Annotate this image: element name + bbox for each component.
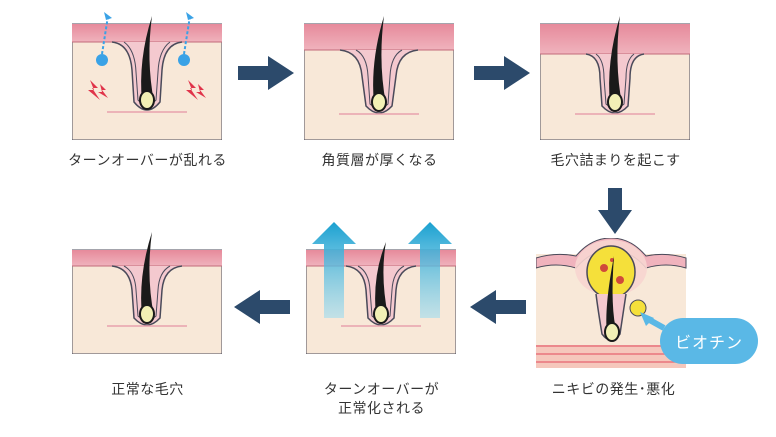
up-arrow-icon (408, 222, 452, 318)
panel-thick-stratum (304, 16, 454, 140)
step-caption-5-line1: ターンオーバーが (323, 382, 440, 398)
panel-turnover-disrupted (72, 12, 222, 140)
step-caption-5: ターンオーバーが 正常化される (274, 381, 489, 419)
panel-normal-pore (72, 232, 222, 354)
arrow-right-icon (238, 56, 294, 90)
arrow-left-icon (470, 290, 526, 324)
panel-acne (536, 238, 687, 368)
step-caption-5-line2: 正常化される (338, 401, 425, 417)
arrow-right-icon (474, 56, 530, 90)
lightning-icon (88, 80, 206, 100)
step-caption-3: 毛穴詰まりを起こす (550, 153, 681, 169)
step-caption-4: ニキビの発生･悪化 (551, 382, 676, 398)
biotin-badge: ビオチン (660, 318, 758, 364)
water-drop-icon (96, 12, 112, 66)
step-caption-2: 角質層が厚くなる (321, 153, 438, 169)
step-caption-6: 正常な毛穴 (111, 382, 184, 398)
panel-turnover-normalized (306, 222, 456, 354)
arrow-down-icon (598, 188, 632, 234)
panel-clogged-pore (540, 16, 690, 140)
step-caption-1: ターンオーバーが乱れる (68, 153, 227, 169)
arrow-left-icon (234, 290, 290, 324)
up-arrow-icon (312, 222, 356, 318)
water-drop-icon (178, 12, 194, 66)
